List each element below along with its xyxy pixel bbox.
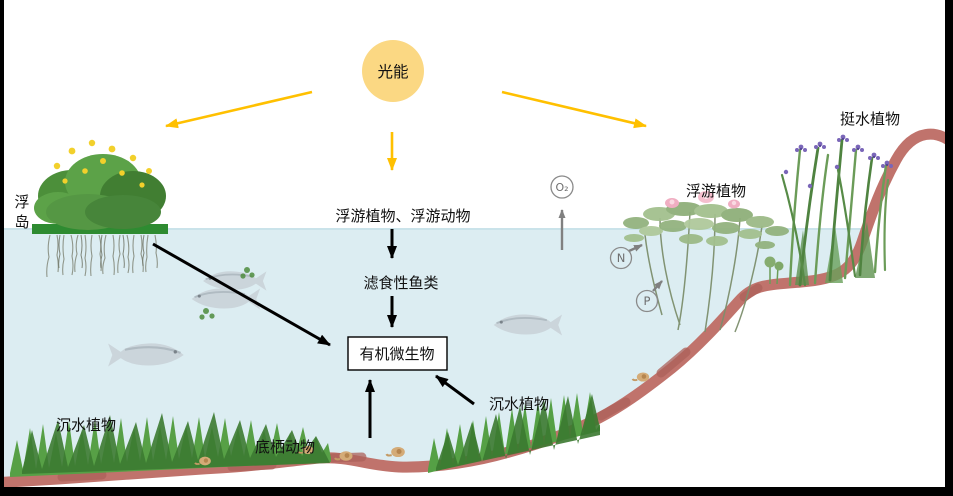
pad-plant-small	[764, 256, 784, 285]
submerged-plants-left-label: 沉水植物	[56, 416, 116, 434]
plankton-label: 浮游植物、浮游动物	[335, 207, 470, 225]
seagrass-left	[10, 412, 331, 477]
microbes-box-frame	[347, 336, 448, 371]
iris-blades	[780, 138, 890, 287]
frame-left	[0, 0, 4, 496]
submerged-plants-right-label: 沉水植物	[489, 395, 549, 413]
floating-island-label-char2: 岛	[14, 213, 29, 231]
island-roots-dark	[58, 234, 145, 269]
iris-plants	[764, 134, 893, 287]
arrow-phosphorus	[652, 280, 663, 292]
lotus-flowers	[665, 191, 740, 209]
oxygen-circle-icon	[550, 175, 574, 199]
filter-fish-label: 滤食性鱼类	[363, 274, 438, 292]
emergent-plants-label: 挺水植物	[840, 110, 900, 128]
nitrogen-circle-icon	[609, 246, 633, 270]
microbes-label: 有机微生物	[359, 345, 434, 363]
oxygen-label: O₂	[555, 181, 568, 194]
arrow-nitrogen	[628, 243, 643, 253]
nitrogen-label: N	[617, 251, 626, 265]
nutrient-cycle: O₂ N P	[550, 175, 663, 313]
island-roots	[46, 234, 158, 278]
sun-ray-right	[501, 90, 647, 129]
floating-island	[32, 139, 168, 278]
sun-label: 光能	[377, 63, 408, 81]
water-sprigs	[199, 267, 255, 320]
frame-bottom	[0, 487, 953, 496]
microbes-box: 有机微生物	[347, 336, 448, 371]
floating-plants-label: 浮游植物	[686, 182, 746, 200]
lily-pads	[623, 202, 789, 249]
food-chain-arrows	[152, 229, 475, 438]
frame-right	[945, 0, 953, 496]
sun-ray-left	[165, 90, 313, 129]
shore-dark-patches	[57, 283, 763, 482]
iris-flowers	[783, 134, 893, 189]
floating-island-label-char1: 浮	[14, 193, 29, 211]
arrow-submerged-to-microbes	[435, 374, 475, 406]
sun-group: 光能	[165, 40, 647, 171]
sun-icon	[362, 40, 424, 102]
island-bush	[34, 139, 166, 230]
lotus-plants	[623, 191, 789, 333]
phosphorus-circle-icon	[635, 289, 659, 313]
fish-group	[107, 267, 564, 368]
text-labels: 浮 岛 浮游植物、浮游动物 滤食性鱼类 沉水植物 沉水植物 底栖动物 浮游植物 …	[14, 110, 900, 456]
phosphorus-label: P	[644, 294, 651, 308]
arrow-island-to-microbes	[152, 242, 331, 347]
island-flowers	[53, 139, 152, 188]
seagrass-right	[428, 392, 600, 473]
sun-rays	[165, 90, 647, 171]
benthic-animals-label: 底栖动物	[255, 438, 315, 456]
